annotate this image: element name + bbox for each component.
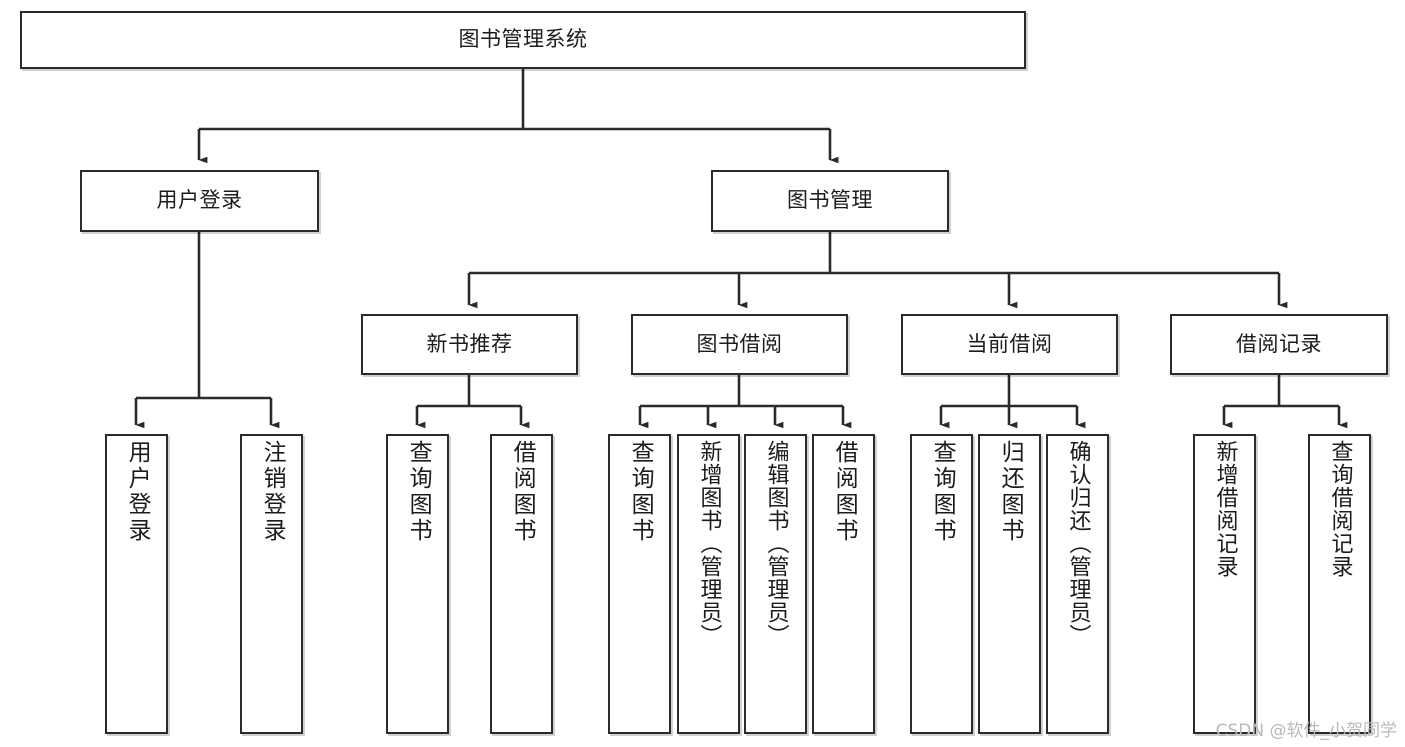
node-label: 确认归还（管理员） — [1065, 440, 1091, 647]
leaf-borrow-add-book-admin[interactable]: 新增图书（管理员） — [677, 434, 740, 734]
node-label: 图书借阅 — [696, 331, 783, 356]
leaf-user-login-logout[interactable]: 注销登录 — [240, 434, 303, 734]
leaf-recommend-borrow-book[interactable]: 借阅图书 — [490, 434, 553, 734]
leaf-record-query-record[interactable]: 查询借阅记录 — [1308, 434, 1371, 734]
leaf-current-query-book[interactable]: 查询图书 — [910, 434, 973, 734]
node-label: 查询图书 — [627, 440, 654, 544]
node-user-login[interactable]: 用户登录 — [80, 170, 319, 232]
node-label: 用户登录 — [156, 188, 243, 213]
leaf-recommend-query-book[interactable]: 查询图书 — [386, 434, 449, 734]
leaf-borrow-query-book[interactable]: 查询图书 — [608, 434, 671, 734]
node-label: 借阅图书 — [831, 440, 858, 544]
leaf-borrow-borrow-book[interactable]: 借阅图书 — [812, 434, 875, 734]
node-label: 借阅记录 — [1236, 331, 1322, 356]
leaf-record-add-record[interactable]: 新增借阅记录 — [1193, 434, 1256, 734]
node-label: 注销登录 — [259, 440, 286, 544]
node-new-book-recommend[interactable]: 新书推荐 — [361, 314, 578, 375]
node-label: 图书管理 — [787, 188, 873, 213]
leaf-current-confirm-return-admin[interactable]: 确认归还（管理员） — [1046, 434, 1109, 734]
node-label: 图书管理系统 — [458, 27, 588, 52]
node-label: 查询图书 — [405, 440, 432, 544]
node-current-borrow[interactable]: 当前借阅 — [901, 314, 1118, 375]
node-label: 查询借阅记录 — [1327, 440, 1353, 578]
node-label: 编辑图书（管理员） — [763, 440, 789, 647]
node-label: 新增图书（管理员） — [696, 440, 722, 647]
node-label: 用户登录 — [124, 440, 151, 544]
node-book-management[interactable]: 图书管理 — [711, 170, 949, 232]
node-label: 新增借阅记录 — [1212, 440, 1238, 578]
node-book-borrow[interactable]: 图书借阅 — [631, 314, 848, 375]
node-label: 新书推荐 — [426, 331, 513, 356]
node-label: 查询图书 — [929, 440, 956, 544]
node-borrow-record[interactable]: 借阅记录 — [1170, 314, 1388, 375]
node-root-system[interactable]: 图书管理系统 — [20, 11, 1026, 69]
node-label: 当前借阅 — [966, 331, 1053, 356]
node-label: 归还图书 — [997, 440, 1024, 544]
leaf-user-login-login[interactable]: 用户登录 — [105, 434, 168, 734]
node-label: 借阅图书 — [509, 440, 536, 544]
leaf-borrow-edit-book-admin[interactable]: 编辑图书（管理员） — [744, 434, 807, 734]
leaf-current-return-book[interactable]: 归还图书 — [978, 434, 1041, 734]
